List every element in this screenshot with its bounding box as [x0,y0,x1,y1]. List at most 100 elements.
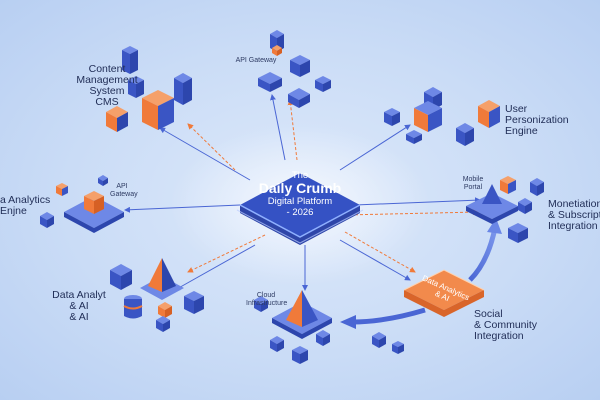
mobile-portal-label-line2: Portal [463,184,483,191]
curved-arrow-left [351,307,426,325]
cube [84,191,104,214]
cube [508,223,528,243]
cms-label-line2: Management [76,74,138,86]
api-gateway-top-cluster [258,30,331,108]
personalization-label-line2: Personization [505,114,569,126]
cube [392,341,404,354]
curved-arrow-left-head [340,315,356,329]
curved-arrow-up-head [487,218,502,234]
hub-title-line3: Digital Platform [267,196,333,207]
api-gateway-left-label: API Gateway [110,183,138,199]
cube [184,291,204,314]
monetization-label: Monetiation & Subscriptio Integration [548,199,600,232]
cms-cube-cluster [106,46,192,132]
cube [372,332,386,348]
cloud-infrastructure-label: Cloud Infrastructure [246,292,288,308]
cube [98,175,108,186]
connector-highlight-return [339,239,411,281]
analytics-left-label: a Analytics Enjne [0,195,60,217]
personalization-label-line1: User [505,103,528,115]
cms-label-line3: System [89,85,125,97]
connector-data-ai [187,234,266,273]
connector-api-top-return [287,99,298,161]
cube [156,316,170,332]
personalization-label: User Personization Engine [505,104,585,137]
monetization-label-line1: Monetiation [548,199,600,210]
mobile-portal-label-line1: Mobile [462,176,484,183]
api-gateway-left-label-line1: API [116,183,128,190]
social-label-line2: & Community [474,319,538,331]
cube [258,72,282,92]
social-label-line3: Integration [474,330,524,342]
data-ai-cluster [110,258,204,332]
cms-label: Content Management System CMS [62,64,152,108]
cube [290,55,310,77]
cube [174,73,192,105]
highlight-tile [403,269,485,317]
api-gateway-top-label: API Gateway [235,57,277,64]
cms-label-line1: Content [88,63,126,75]
personalization-label-line3: Engine [505,125,538,137]
hub-title: The Daily Crumb Digital Platform - 2026 [240,170,360,218]
connector-highlight [344,231,416,273]
analytics-left-label-line2: Enjne [0,205,27,217]
cube [270,336,284,352]
cube [56,183,68,196]
cube [254,296,268,312]
monetization-label-line2: & Subscriptio [548,209,600,221]
cloud-cluster [254,290,332,364]
cube [272,45,282,56]
hub-title-line4: - 2026 [286,207,314,218]
cube [500,176,516,194]
monetization-cluster [466,176,544,243]
connector-cms-return [187,123,236,171]
connector-data-ai-return [174,244,256,291]
cube [316,330,330,346]
cube [456,123,474,146]
hub-title-line1: The [291,170,309,181]
data-ai-label-line1: Data Analyt [52,289,106,301]
cube [384,108,400,126]
personalization-cube-cluster [384,87,500,146]
social-cluster [372,332,404,354]
cube [288,88,310,108]
data-ai-label-line3: & AI [69,311,89,323]
cloud-infrastructure-label-line1: Cloud [256,292,276,299]
cube [110,264,132,290]
social-label-line1: Social [474,308,503,320]
connector-personalization [339,124,411,171]
cube [142,90,174,130]
data-ai-label-line2: & AI [69,300,89,312]
cube [315,76,331,92]
cube [406,130,422,144]
analytics-left-cluster [40,175,124,233]
hub-platform [236,173,364,245]
mobile-portal-label: Mobile Portal [458,176,488,192]
cms-label-line4: CMS [95,96,119,108]
cube [122,46,138,74]
cube [40,212,54,228]
cube [106,106,128,132]
connector-analytics-left [124,204,241,213]
cube [158,302,172,318]
connector-cms [159,127,251,181]
connector-api-top [270,94,286,161]
hub-title-line2: Daily Crumb [258,180,342,196]
connector-monetization [354,197,481,206]
cube [530,178,544,196]
cloud-infrastructure-label-line2: Infrastructure [246,300,288,307]
connector-monetization-return [344,209,479,216]
cube [128,76,144,98]
cube [478,100,500,128]
data-ai-label: Data Analyt & AI & AI [46,290,112,323]
cube [414,101,442,132]
cube [518,198,532,214]
api-gateway-left-label-line2: Gateway [110,191,138,198]
social-label: Social & Community Integration [474,309,554,342]
cube [292,346,308,364]
curved-arrow-up [468,227,498,282]
connector-lines [124,94,481,291]
analytics-left-label-line1: a Analytics [0,194,51,206]
monetization-label-line3: Integration [548,220,598,232]
